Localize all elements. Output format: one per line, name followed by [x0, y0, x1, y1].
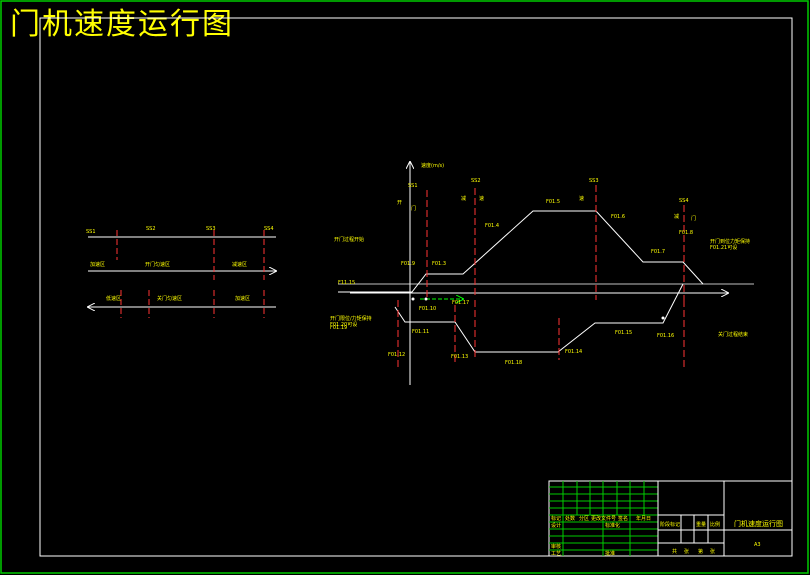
open-zone-3: 减速区 — [232, 261, 247, 268]
close-zone-3: 加速区 — [235, 295, 250, 302]
tb-sheet-gong: 共 — [672, 548, 677, 555]
note-close-line2: F01.20可设 — [330, 321, 357, 328]
param-07: F01.8 — [679, 230, 693, 236]
note-open-start: 开门过程开始 — [334, 236, 364, 243]
char-kai: 开 — [397, 200, 402, 206]
main-diagram: 速度(m/s) SS1 SS2 SS3 SS4 开 门 减 速 速 减 门 F1… — [330, 162, 754, 385]
param-low: F01.19 — [330, 325, 347, 331]
open-zone-2: 开门匀速区 — [145, 261, 170, 268]
ss3-label: SS3 — [589, 178, 599, 184]
tb-sheet-di: 第 — [698, 548, 703, 555]
marker-dot-1 — [411, 297, 415, 301]
title-block: 标记 处数 分区 更改文件号 签名 年月日 设计 标准化 审核 工艺 批准 阶段… — [548, 480, 793, 557]
tb-design: 设计 — [551, 522, 561, 529]
tb-mark: 标记 — [551, 515, 561, 522]
param-06: F01.7 — [651, 249, 665, 255]
ss4-label: SS4 — [679, 198, 689, 204]
ss2-label: SS2 — [146, 226, 156, 232]
title-block-border — [548, 480, 793, 557]
tb-sign: 签名 — [618, 515, 628, 522]
char-jian-2: 减 — [674, 213, 679, 220]
param-13: F01.15 — [615, 330, 632, 336]
param-10: F01.12 — [388, 352, 405, 358]
char-men-2: 门 — [691, 215, 696, 222]
param-11: F01.13 — [451, 354, 468, 360]
tb-date: 年月日 — [636, 515, 651, 522]
param-12: F01.14 — [565, 349, 582, 355]
note-open-end-line2: F01.21可设 — [710, 244, 737, 251]
tb-change-doc: 更改文件号 — [591, 515, 616, 522]
tb-scale: 比例 — [710, 521, 720, 528]
marker-dot-3 — [661, 316, 665, 320]
ss1-label: SS1 — [86, 229, 96, 235]
tb-stage-mark: 阶段标记 — [660, 521, 680, 528]
tb-sheet-zhang1: 张 — [684, 548, 689, 555]
close-zone-2: 关门匀速区 — [157, 295, 182, 302]
tb-weight: 重量 — [696, 521, 706, 528]
param-15: F01.17 — [452, 300, 469, 306]
ss3-label: SS3 — [206, 226, 216, 232]
ss1-label: SS1 — [408, 183, 418, 189]
ss2-label: SS2 — [471, 178, 481, 184]
open-speed-curve — [338, 210, 704, 293]
y-axis-label: 速度(m/s) — [421, 162, 444, 169]
tb-standardized: 标准化 — [605, 522, 620, 529]
tb-sheet-zhang2: 张 — [710, 548, 715, 555]
tb-count: 处数 — [565, 515, 575, 522]
note-close-line1: 开门限位/力矩保持 — [330, 315, 372, 322]
char-jian: 减 — [461, 195, 466, 202]
param-08: F01.10 — [419, 306, 436, 312]
ss4-label: SS4 — [264, 226, 274, 232]
tb-zone: 分区 — [579, 515, 589, 522]
close-zone-1: 低速区 — [106, 295, 121, 302]
param-05: F01.6 — [611, 214, 625, 220]
marker-dot-2 — [424, 297, 428, 301]
note-open-end-line1: 开门到位力矩保持 — [710, 238, 750, 245]
open-zone-1: 加速区 — [90, 261, 105, 268]
param-left: F11.15 — [338, 280, 355, 286]
tb-process: 工艺 — [551, 551, 561, 557]
param-09: F01.11 — [412, 329, 429, 335]
note-close-end: 关门过程结束 — [718, 331, 748, 338]
tb-code: A3 — [754, 542, 761, 548]
tb-drawing-name: 门机速度运行图 — [734, 519, 783, 528]
char-su: 速 — [479, 196, 484, 202]
param-03: F01.4 — [485, 223, 499, 229]
param-02: F01.3 — [432, 261, 446, 267]
param-01: F01.9 — [401, 261, 415, 267]
inner-frame — [39, 17, 793, 557]
close-speed-curve — [394, 283, 684, 353]
param-mid: F01.18 — [505, 360, 522, 366]
char-men: 门 — [411, 205, 416, 212]
param-04: F01.5 — [546, 199, 560, 205]
left-diagram: SS1 SS2 SS3 SS4 加速区 开门匀速区 减速区 低速区 关门匀速区 … — [86, 226, 276, 318]
param-14: F01.16 — [657, 333, 674, 339]
drawing-title: 门机速度运行图 — [10, 7, 234, 42]
char-su-2: 速 — [579, 196, 584, 202]
tb-approve: 批准 — [605, 550, 615, 557]
tb-review: 审核 — [551, 543, 561, 550]
